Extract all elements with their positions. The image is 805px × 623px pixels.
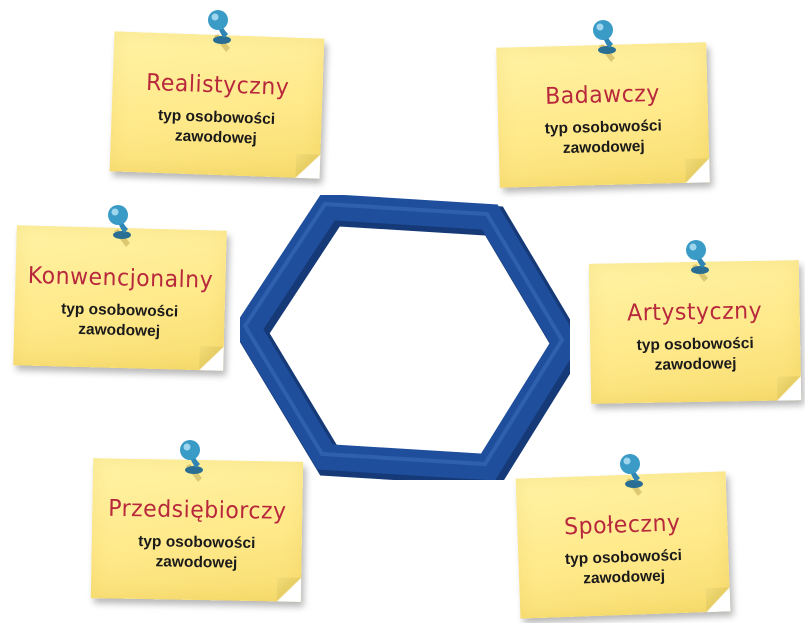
- note-title: Konwencjonalny: [27, 262, 214, 295]
- push-pin-icon: [108, 205, 131, 247]
- note-subtitle: typ osobowości zawodowej: [636, 334, 754, 374]
- note-title: Realistyczny: [145, 69, 290, 102]
- push-pin-icon: [686, 240, 709, 282]
- push-pin-icon: [620, 454, 643, 496]
- note-title: Badawczy: [544, 80, 661, 111]
- note-subtitle: typ osobowości zawodowej: [544, 117, 663, 158]
- note-subtitle: typ osobowości zawodowej: [60, 300, 179, 341]
- push-pin-icon: [208, 10, 231, 52]
- push-pin-icon: [593, 20, 616, 62]
- note-title: Artystyczny: [626, 298, 763, 327]
- note-title: Społeczny: [563, 510, 681, 541]
- note-title: Przedsiębiorczy: [107, 495, 287, 526]
- note-subtitle: typ osobowości zawodowej: [564, 546, 683, 588]
- note-subtitle: typ osobowości zawodowej: [138, 532, 256, 572]
- hexagon-frame: [240, 195, 570, 480]
- push-pin-icon: [180, 440, 203, 482]
- note-subtitle: typ osobowości zawodowej: [157, 106, 276, 148]
